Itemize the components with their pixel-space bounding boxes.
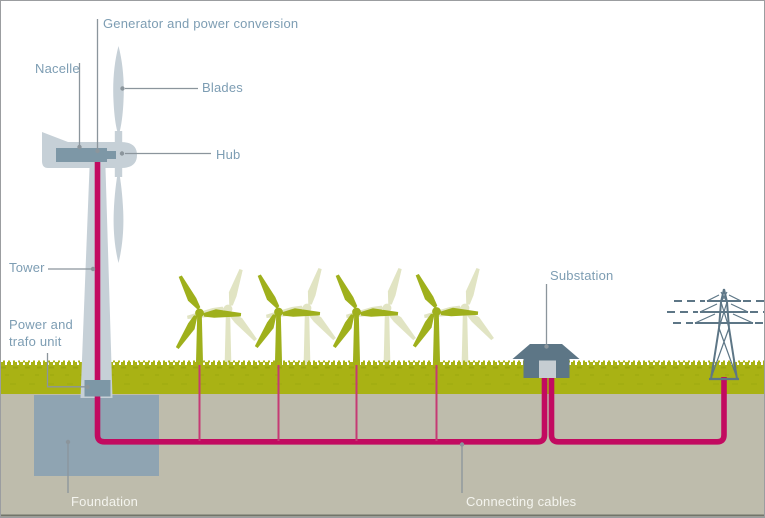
substation-roof xyxy=(512,344,580,359)
main-cable-substation-to-pylon xyxy=(548,374,727,445)
main-cable-turbine-to-substation xyxy=(94,162,548,445)
blade-lower xyxy=(113,169,124,263)
label-foundation: Foundation xyxy=(71,494,139,509)
transmission-pylon xyxy=(667,288,764,381)
blade-upper xyxy=(113,46,124,135)
power-cables xyxy=(94,162,727,445)
substation-building xyxy=(512,344,580,378)
power-trafo-unit-box xyxy=(84,380,111,397)
power-lines-dashed xyxy=(667,300,764,324)
label-blades: Blades xyxy=(202,80,243,95)
ground-bottom-edge xyxy=(1,514,764,517)
label-leader-lines xyxy=(46,19,549,493)
label-connecting-cables: Connecting cables xyxy=(466,494,577,509)
generator-unit xyxy=(56,148,107,162)
label-substation: Substation xyxy=(550,268,614,283)
turbine-feeder-cables xyxy=(198,365,438,441)
hub-shaft xyxy=(107,151,116,159)
label-power-and-trafo-unit: Power and trafo unit xyxy=(9,317,73,349)
foreground-turbines xyxy=(148,258,482,367)
blade-root-upper xyxy=(114,131,123,144)
grass-strip xyxy=(1,360,764,394)
label-hub: Hub xyxy=(216,147,241,162)
label-nacelle: Nacelle xyxy=(35,61,80,76)
blade-root-lower xyxy=(114,166,123,177)
label-generator-and-power-conversion: Generator and power conversion xyxy=(103,16,299,31)
substation-door xyxy=(539,360,556,378)
label-tower: Tower xyxy=(9,260,45,275)
